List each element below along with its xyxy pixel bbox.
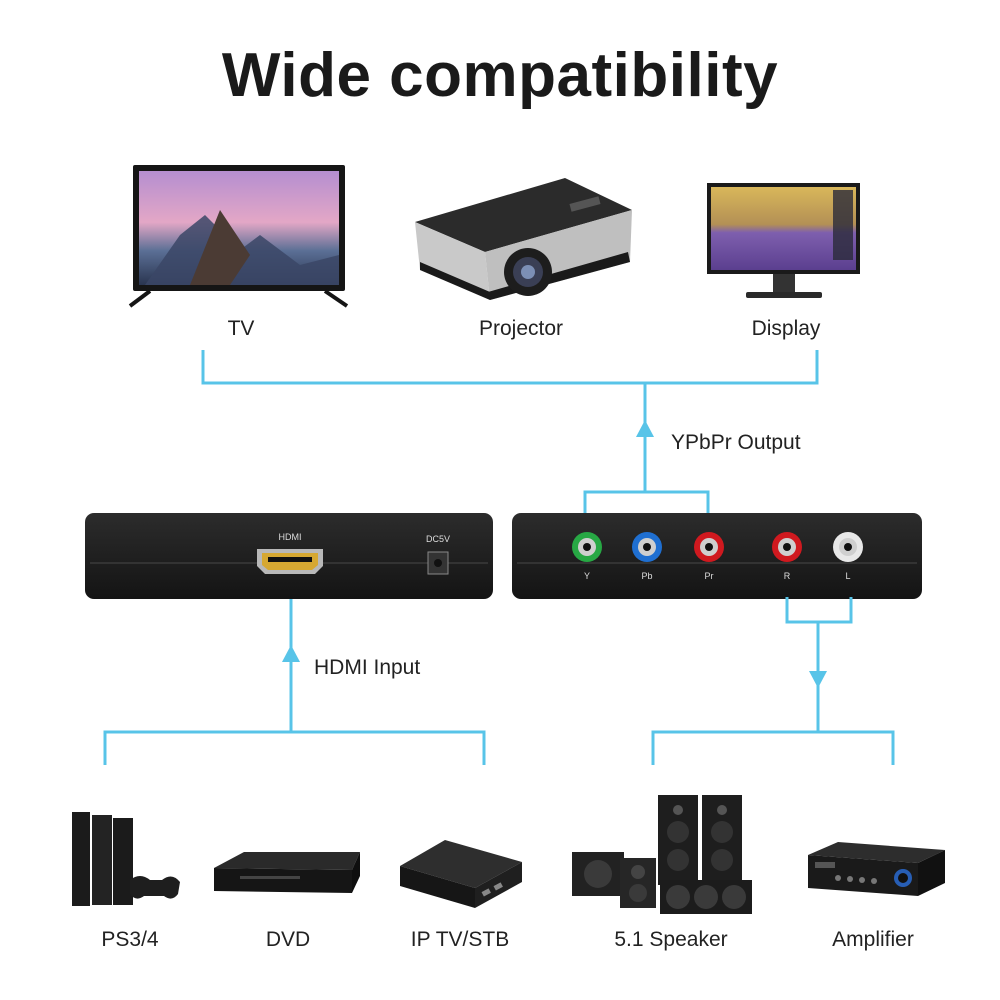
set-top-box-icon <box>400 840 522 908</box>
input-label-ps: PS3/4 <box>101 928 159 951</box>
hdmi-input-label: HDMI Input <box>314 656 421 679</box>
input-connector-lines <box>103 599 486 765</box>
ypbpr-arrow-icon <box>636 420 654 437</box>
output-label-tv: TV <box>227 317 255 340</box>
rca-port-label: R <box>784 571 791 581</box>
output-connector-lines <box>201 350 819 525</box>
input-label-stb: IP TV/STB <box>410 928 510 951</box>
ypbpr-output-label: YPbPr Output <box>671 431 801 454</box>
rca-port-label: L <box>845 571 850 581</box>
rca-port-pr: Pr <box>694 532 724 581</box>
rca-port-pb: Pb <box>632 532 662 581</box>
rca-ports: Y Pb Pr R L <box>572 532 863 581</box>
dvd-player-icon <box>214 852 360 893</box>
rca-port-r: R <box>772 532 802 581</box>
converter-front <box>85 513 493 599</box>
dc-power-jack-icon <box>427 551 449 575</box>
amplifier-icon <box>808 842 945 896</box>
hdmi-port-label: HDMI <box>278 532 302 542</box>
monitor-icon <box>707 183 860 298</box>
audio-label-speaker: 5.1 Speaker <box>614 928 728 951</box>
speaker-system-icon <box>572 795 752 914</box>
output-label-display: Display <box>751 317 821 340</box>
audio-arrow-icon <box>809 671 827 688</box>
projector-icon <box>415 178 632 300</box>
hdmi-port-icon <box>257 549 323 574</box>
power-port-label: DC5V <box>425 534 450 544</box>
rca-port-label: Pr <box>705 571 714 581</box>
game-console-icon <box>72 812 180 906</box>
input-label-dvd: DVD <box>265 928 311 951</box>
rca-port-label: Y <box>584 571 590 581</box>
hdmi-input-arrow-icon <box>282 645 300 662</box>
rca-port-label: Pb <box>641 571 652 581</box>
page-title: Wide compatibility <box>221 41 779 110</box>
audio-connector-lines <box>651 597 895 765</box>
tv-icon <box>128 165 349 308</box>
rca-port-l: L <box>833 532 863 581</box>
audio-label-amplifier: Amplifier <box>832 928 914 951</box>
output-label-projector: Projector <box>478 317 564 340</box>
rca-port-y: Y <box>572 532 602 581</box>
